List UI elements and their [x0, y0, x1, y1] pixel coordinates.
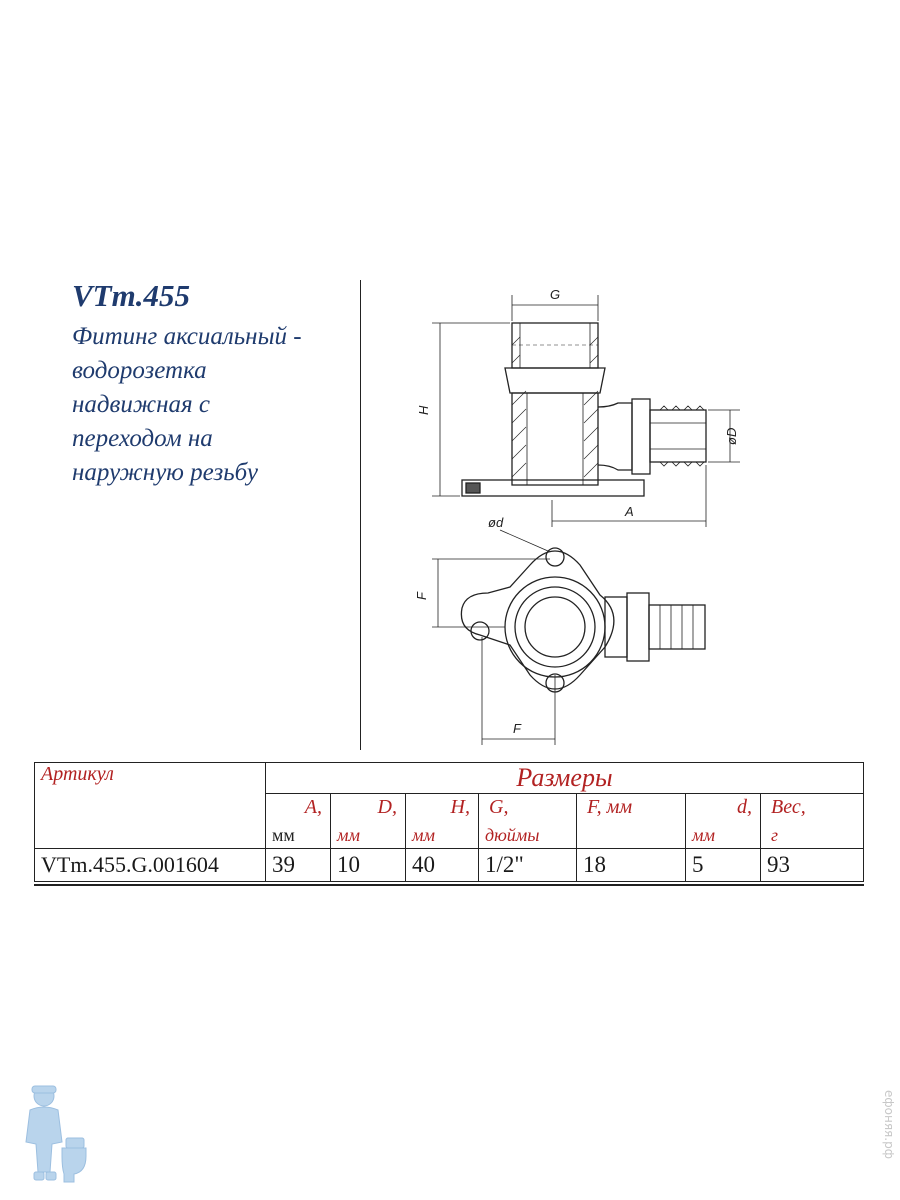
value-weight: 93 — [760, 848, 864, 882]
col-a: A,мм — [265, 793, 331, 849]
sizes-header: Размеры — [265, 762, 864, 794]
top-view — [460, 547, 706, 693]
technical-drawing: G H øD A F F ød — [414, 287, 740, 745]
value-f: 18 — [576, 848, 686, 882]
article-header: Артикул — [41, 763, 114, 785]
label-h: H — [416, 405, 431, 415]
label-f-horizontal: F — [513, 721, 522, 736]
col-f: F, мм — [576, 793, 686, 849]
table-row: VTm.455.G.001604 39 10 40 1/2" 18 5 93 — [34, 848, 864, 882]
article-header-cell: Артикул — [34, 762, 266, 849]
col-d: D,мм — [330, 793, 406, 849]
top-dimensions — [432, 529, 556, 745]
spec-table: Артикул Размеры A,мм D,мм H,мм G,дюймы F… — [34, 762, 864, 882]
value-g: 1/2" — [478, 848, 577, 882]
value-dsmall: 5 — [685, 848, 761, 882]
side-view — [461, 322, 707, 497]
table-bottom-rule — [34, 884, 864, 886]
plumber-mascot-icon — [25, 1085, 87, 1183]
value-h: 40 — [405, 848, 479, 882]
col-g: G,дюймы — [478, 793, 577, 849]
vertical-divider — [360, 280, 361, 750]
label-d-outer: øD — [724, 428, 739, 445]
col-weight: Вес,г — [760, 793, 864, 849]
col-dsmall: d,мм — [685, 793, 761, 849]
label-g: G — [550, 287, 560, 302]
watermark: ефоняя.рф — [882, 1090, 896, 1159]
label-f-vertical: F — [414, 591, 429, 600]
value-d: 10 — [330, 848, 406, 882]
side-dimensions — [432, 295, 740, 527]
product-title: VTm.455 — [72, 278, 190, 313]
product-description: Фитинг аксиальный - водорозетка надвижна… — [72, 323, 302, 486]
value-a: 39 — [265, 848, 331, 882]
article-value: VTm.455.G.001604 — [34, 848, 266, 882]
col-h: H,мм — [405, 793, 479, 849]
label-a: A — [624, 504, 634, 519]
label-d-hole: ød — [488, 515, 504, 530]
